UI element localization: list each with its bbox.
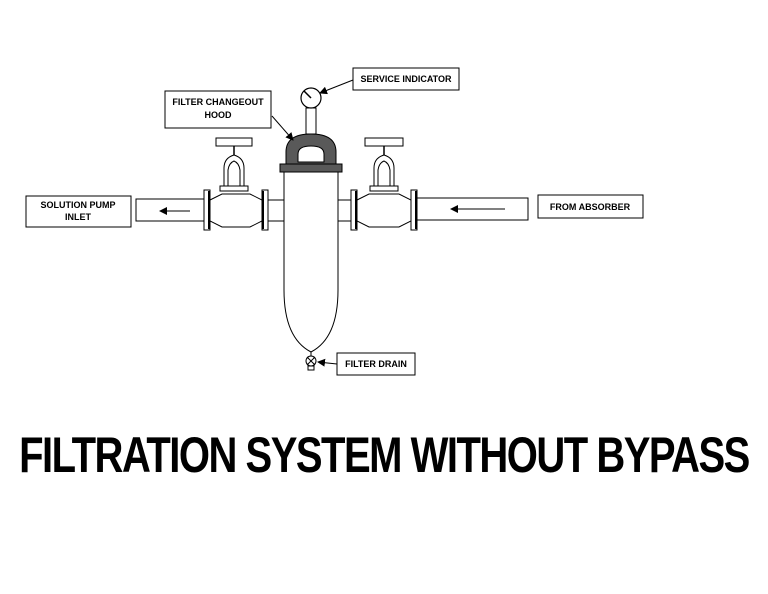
- svg-text:HOOD: HOOD: [205, 110, 233, 120]
- left-valve: [203, 137, 269, 231]
- outlet-pipe: [135, 198, 205, 222]
- svg-text:FROM ABSORBER: FROM ABSORBER: [550, 202, 631, 212]
- filter-housing: [279, 107, 343, 357]
- label-solution-pump-inlet: SOLUTION PUMP INLET: [25, 195, 132, 228]
- left-stub-pipe: [267, 199, 285, 222]
- right-valve: [350, 137, 418, 231]
- svg-text:FILTER DRAIN: FILTER DRAIN: [345, 359, 407, 369]
- right-valve-handwheel: [364, 137, 404, 147]
- filter-drain-valve: [305, 355, 317, 371]
- diagram-title: FILTRATION SYSTEM WITHOUT BYPASS: [19, 428, 750, 483]
- left-valve-handwheel: [215, 137, 253, 147]
- label-filter-changeout-hood: FILTER CHANGEOUT HOOD: [164, 90, 294, 141]
- svg-text:SOLUTION PUMP: SOLUTION PUMP: [40, 200, 115, 210]
- svg-text:FILTER CHANGEOUT: FILTER CHANGEOUT: [172, 97, 264, 107]
- label-from-absorber: FROM ABSORBER: [537, 194, 644, 219]
- svg-text:INLET: INLET: [65, 212, 92, 222]
- label-filter-drain: FILTER DRAIN: [317, 352, 416, 376]
- label-service-indicator: SERVICE INDICATOR: [319, 67, 460, 95]
- svg-text:SERVICE INDICATOR: SERVICE INDICATOR: [360, 74, 452, 84]
- service-indicator-gauge: [300, 87, 322, 109]
- right-stub-pipe: [336, 199, 352, 222]
- inlet-pipe: [416, 197, 529, 221]
